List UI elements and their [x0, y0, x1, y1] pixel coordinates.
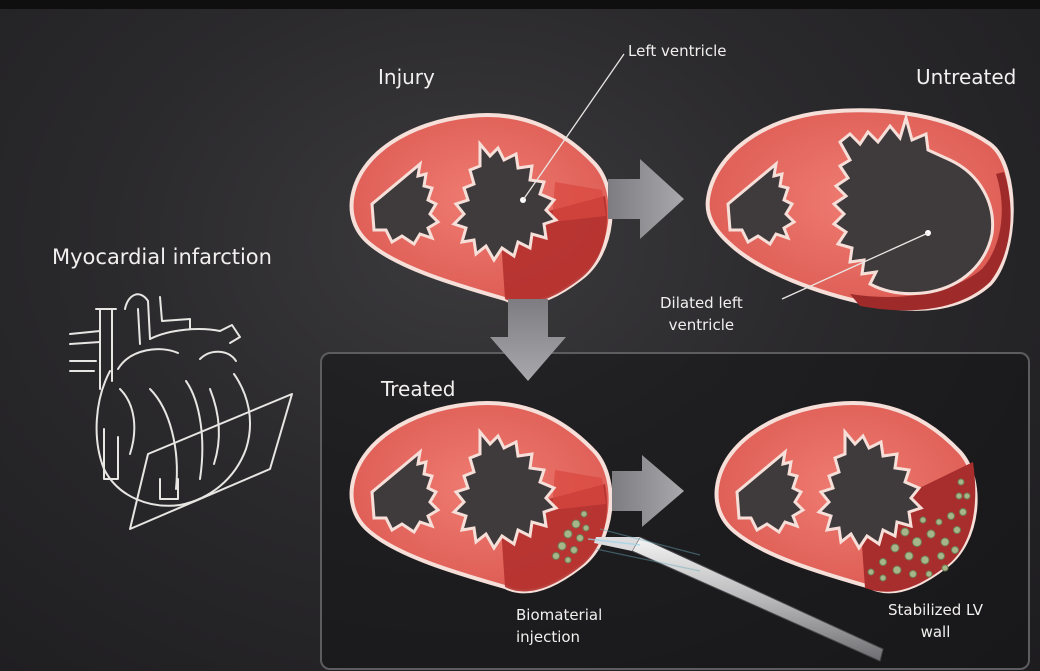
diagram-title: Myocardial infarction: [52, 245, 272, 269]
diagram-graphics: [0, 9, 1040, 671]
anatomical-heart-drawing: [70, 294, 292, 529]
stage-label-untreated: Untreated: [916, 65, 1016, 89]
heart-section-injury: [352, 115, 611, 303]
annotation-dilated-left-ventricle: Dilated left ventricle: [660, 292, 743, 336]
annotation-biomaterial-injection: Biomaterial injection: [516, 604, 602, 648]
stage-label-treated: Treated: [381, 377, 455, 401]
heart-section-untreated: [708, 110, 1012, 310]
heart-section-treated: [352, 403, 611, 591]
arrow-injury-to-untreated: [608, 159, 684, 239]
annotation-stabilized-lv-wall: Stabilized LV wall: [888, 599, 983, 643]
arrow-treated-to-stabilized: [612, 455, 684, 527]
annotation-left-ventricle: Left ventricle: [628, 40, 726, 62]
stage-label-injury: Injury: [378, 65, 435, 89]
heart-section-stabilized: [717, 403, 976, 592]
arrow-injury-to-treated: [490, 299, 566, 381]
